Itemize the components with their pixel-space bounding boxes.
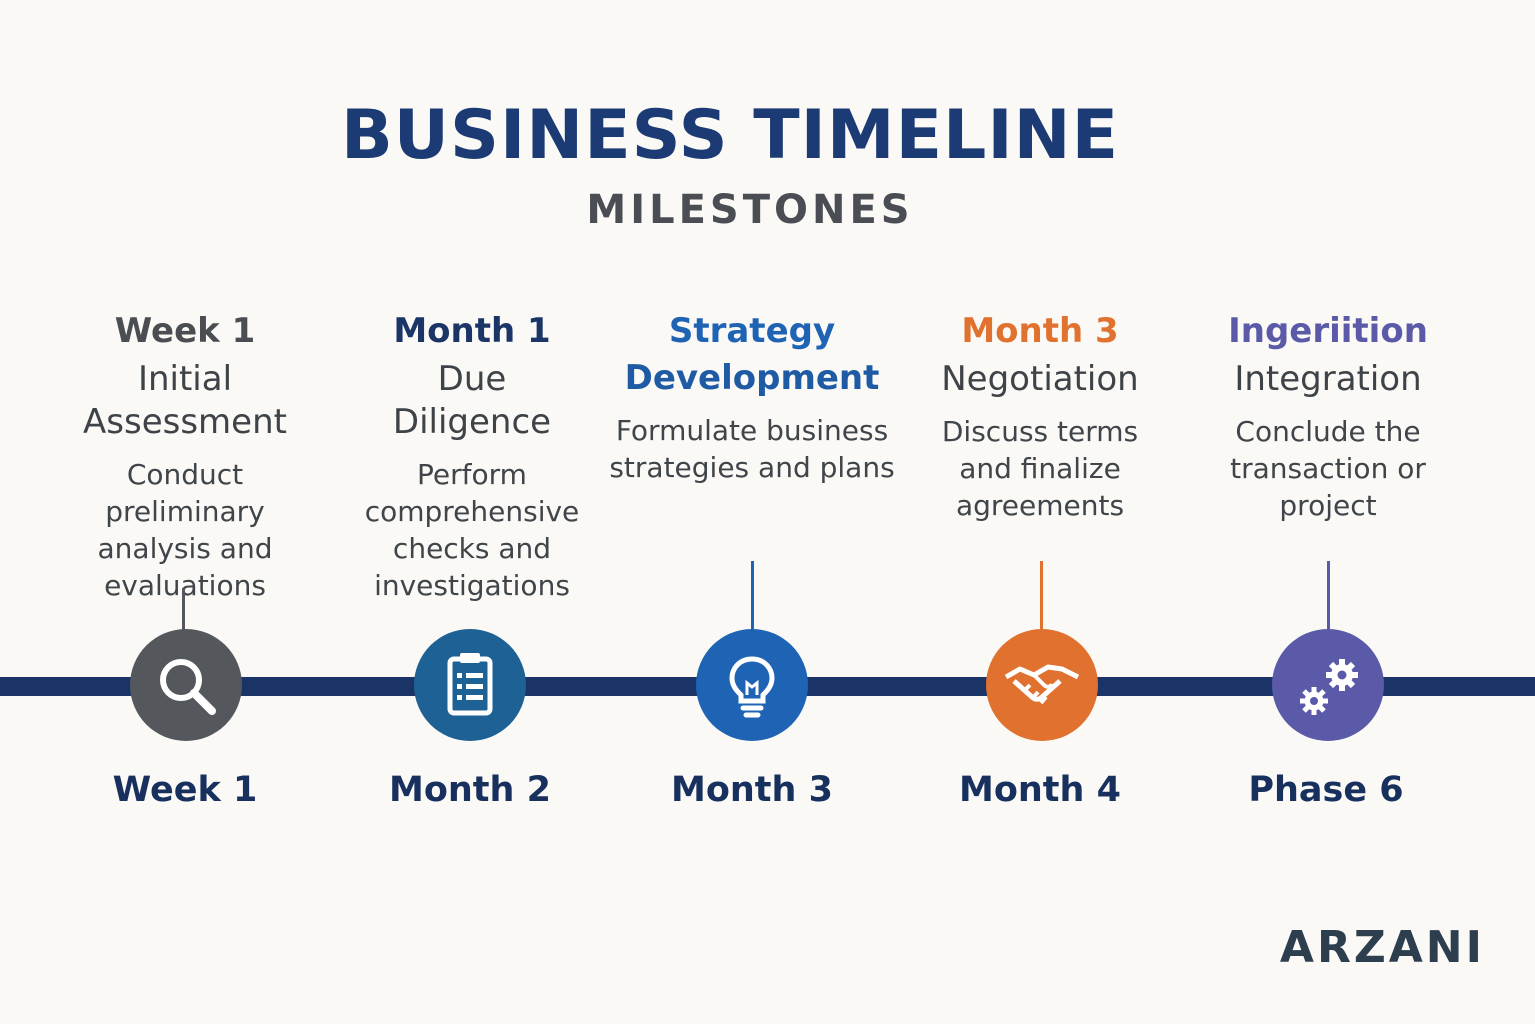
milestone-week-1-text: Week 1 Initial Assessment Conduct prelim… [40,304,330,604]
milestone-name: Negotiation [941,359,1139,399]
milestone-month-1-text: Month 1 Due Diligence Perform comprehens… [327,304,617,604]
milestone-negotiation-text: Month 3 Negotiation Discuss terms and fi… [895,304,1185,524]
page-subtitle: MILESTONES [586,187,914,233]
milestone-description: Discuss terms and finalize agreements [941,415,1139,522]
milestone-week-1-label: Week 1 [112,770,258,810]
clipboard-checklist-icon [447,653,493,716]
milestone-description: Conduct preliminary analysis and evaluat… [97,458,273,602]
milestone-month-3-marker [696,629,808,741]
milestone-description: Conclude the transaction or project [1230,415,1426,522]
milestone-month-2-marker [414,629,526,741]
milestone-stem [182,588,185,630]
milestone-phase-6-label: Phase 6 [1248,770,1404,810]
milestone-heading: Month 1 [393,311,551,351]
milestone-month-4-label: Month 4 [959,770,1121,810]
lightbulb-icon [729,656,775,718]
page-title: BUSINESS TIMELINE [340,96,1120,175]
gears-icon [1300,659,1358,715]
milestone-stem [1040,561,1043,631]
handshake-icon [1004,664,1080,705]
milestone-stem [751,561,754,631]
milestone-month-3-label: Month 3 [671,770,833,810]
milestone-description: Perform comprehensive checks and investi… [364,458,580,602]
milestone-description: Formulate business strategies and plans [609,414,895,484]
milestone-heading: Month 3 [961,311,1119,351]
milestone-name: Due Diligence [392,359,552,442]
milestone-integration-text: Ingeriition Integration Conclude the tra… [1183,304,1473,524]
milestone-name: Integration [1234,359,1422,399]
milestone-month-2-label: Month 2 [389,770,551,810]
milestone-week-1-marker [130,629,242,741]
milestone-name: Development [624,358,880,398]
milestone-month-4-marker [986,629,1098,741]
brand-logo-text: ARZANI [1279,922,1485,973]
milestone-heading: Ingeriition [1228,311,1428,351]
milestone-stem [1327,561,1330,631]
magnifier-icon [160,659,216,715]
milestone-heading: Strategy [668,311,836,351]
milestone-strategy-text: Strategy Development Formulate business … [607,304,897,486]
milestone-name: Initial Assessment [83,359,287,442]
milestone-phase-6-marker [1272,629,1384,741]
milestone-heading: Week 1 [114,311,256,351]
